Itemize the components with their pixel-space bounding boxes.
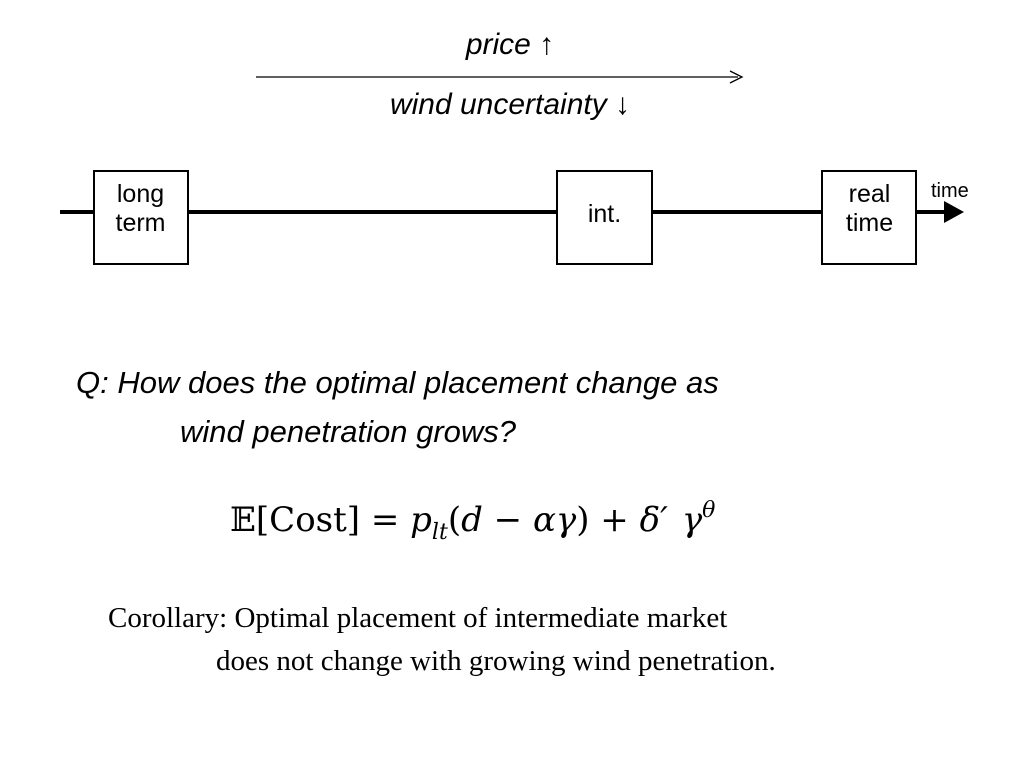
formula-minus: − [482,500,533,540]
trend-arrow-head [729,70,744,84]
formula-plus: + [589,500,640,540]
question-line-2: wind penetration grows? [180,414,517,449]
formula-theta: θ [702,498,716,523]
formula-paren-open: ( [447,500,462,540]
corollary-line-1: Corollary: Optimal placement of intermed… [108,602,728,634]
formula-delta-prime: δ′ [639,500,668,540]
corollary-line-2: does not change with growing wind penetr… [216,645,776,677]
formula-d: d [461,500,483,540]
long-term-label: long term [115,180,166,237]
formula-alpha-gamma: αγ [532,500,577,540]
timeline-arrow-head [944,201,964,223]
cost-formula: 𝔼[Cost] = plt(d − αγ) + δ′ γθ [230,498,715,545]
time-axis-label: time [931,180,969,202]
question-line-1: Q: How does the optimal placement change… [76,365,719,400]
formula-gamma: γ [681,500,703,540]
real-time-label: real time [845,180,894,237]
price-label: price ↑ [465,28,555,61]
intermediate-label: int. [587,200,622,228]
wind-uncertainty-label: wind uncertainty ↓ [389,88,631,121]
formula-p: p [410,500,432,540]
box-long-term [93,170,189,265]
formula-equals: = [360,500,411,540]
box-int [556,170,653,265]
formula-p-sub: lt [431,520,448,545]
timeline-diagram [60,70,964,265]
formula-expectation: 𝔼 [230,500,256,540]
formula-cost: [Cost] [255,500,361,540]
formula-paren-close: ) [576,500,590,540]
box-real-time [821,170,917,265]
